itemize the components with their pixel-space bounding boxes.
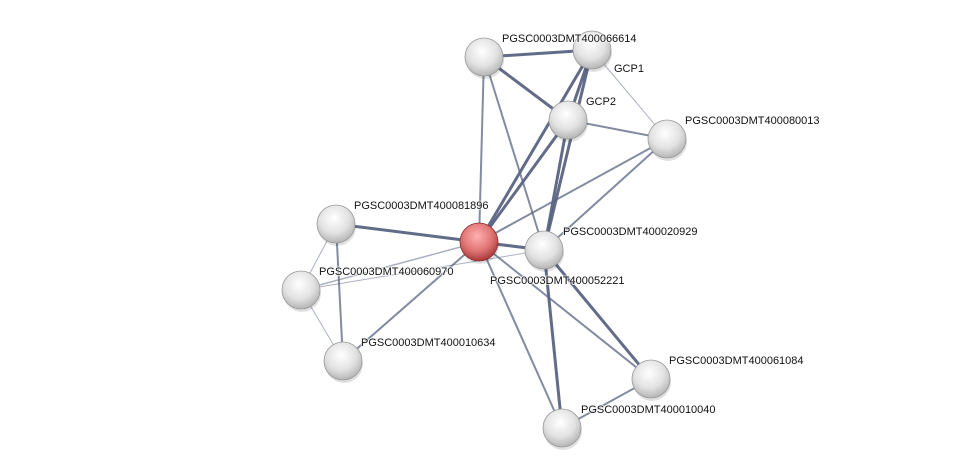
protein-node[interactable] <box>542 408 582 448</box>
edge-F-K[interactable] <box>478 241 563 429</box>
edge-G-K[interactable] <box>542 249 564 429</box>
protein-node[interactable] <box>281 270 321 310</box>
edge-G-J[interactable] <box>542 249 653 380</box>
edge-D-G[interactable] <box>543 138 668 251</box>
protein-node[interactable] <box>524 230 564 270</box>
labels: PGSC0003DMT400066614GCP1GCP2PGSC0003DMT4… <box>318 32 821 417</box>
edge-I-F[interactable] <box>342 241 480 362</box>
edge-C-F[interactable] <box>477 119 570 243</box>
nodes <box>281 30 687 450</box>
protein-node[interactable] <box>548 100 588 140</box>
protein-node[interactable] <box>647 119 687 159</box>
protein-node[interactable] <box>572 30 612 70</box>
protein-node[interactable] <box>631 359 671 399</box>
protein-node[interactable] <box>323 341 363 381</box>
node-label: PGSC0003DMT400061084 <box>669 355 804 367</box>
edge-B-F[interactable] <box>477 49 594 243</box>
protein-node[interactable] <box>316 204 356 244</box>
node-label: PGSC0003DMT400066614 <box>502 33 637 45</box>
edge-F-J[interactable] <box>478 241 652 380</box>
query-protein-node[interactable] <box>459 222 499 262</box>
node-label: GCP2 <box>586 96 616 108</box>
node-label: PGSC0003DMT400080013 <box>685 115 820 127</box>
edge-A-F[interactable] <box>478 56 485 243</box>
edge-B-G[interactable] <box>542 49 594 251</box>
node-label: PGSC0003DMT400010634 <box>361 337 496 349</box>
protein-node[interactable] <box>464 37 504 77</box>
node-label: PGSC0003DMT400052221 <box>490 275 625 287</box>
edge-H-G[interactable] <box>300 249 545 291</box>
edge-C-G[interactable] <box>542 119 570 251</box>
edge-E-F[interactable] <box>335 222 480 244</box>
node-label: PGSC0003DMT400060970 <box>319 266 454 278</box>
edge-E-I[interactable] <box>335 223 344 362</box>
edge-F-H[interactable] <box>300 241 480 291</box>
edge-D-F[interactable] <box>478 138 668 243</box>
node-label: PGSC0003DMT400010040 <box>581 404 716 416</box>
node-label: GCP1 <box>614 63 644 75</box>
node-label: PGSC0003DMT400020929 <box>563 226 698 238</box>
node-label: PGSC0003DMT400081896 <box>354 200 489 212</box>
edge-A-G[interactable] <box>483 56 545 251</box>
